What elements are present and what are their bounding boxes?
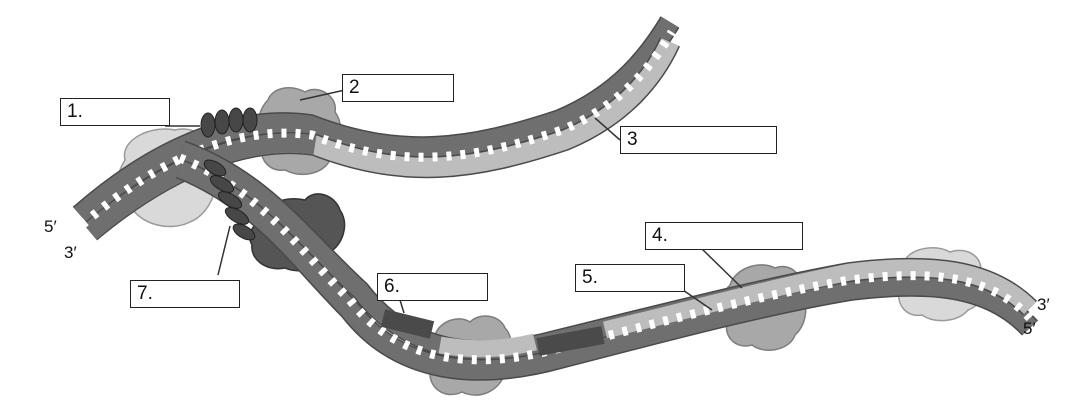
ssb-proteins-top [200,107,258,138]
end-label-left-top: 5′ [44,217,57,236]
label-box-4[interactable]: 4. [645,222,803,250]
leader-lines [165,89,743,314]
end-label-left-bottom: 3′ [64,243,77,262]
end-label-right-top: 3′ [1037,295,1050,314]
label-box-7[interactable]: 7. [130,280,240,308]
label-box-1[interactable]: 1. [60,98,170,126]
label-box-3[interactable]: 3 [620,126,777,154]
label-box-6[interactable]: 6. [377,273,488,301]
bottom-duplex [180,150,1030,370]
primer-okazaki-5 [536,326,605,356]
ssb-proteins-bottom [203,159,256,241]
primer-okazaki-6 [380,309,435,339]
label-box-5[interactable]: 5. [575,264,685,292]
end-label-right-bottom: 5′ [1023,319,1036,338]
label-box-2[interactable]: 2 [342,74,454,102]
